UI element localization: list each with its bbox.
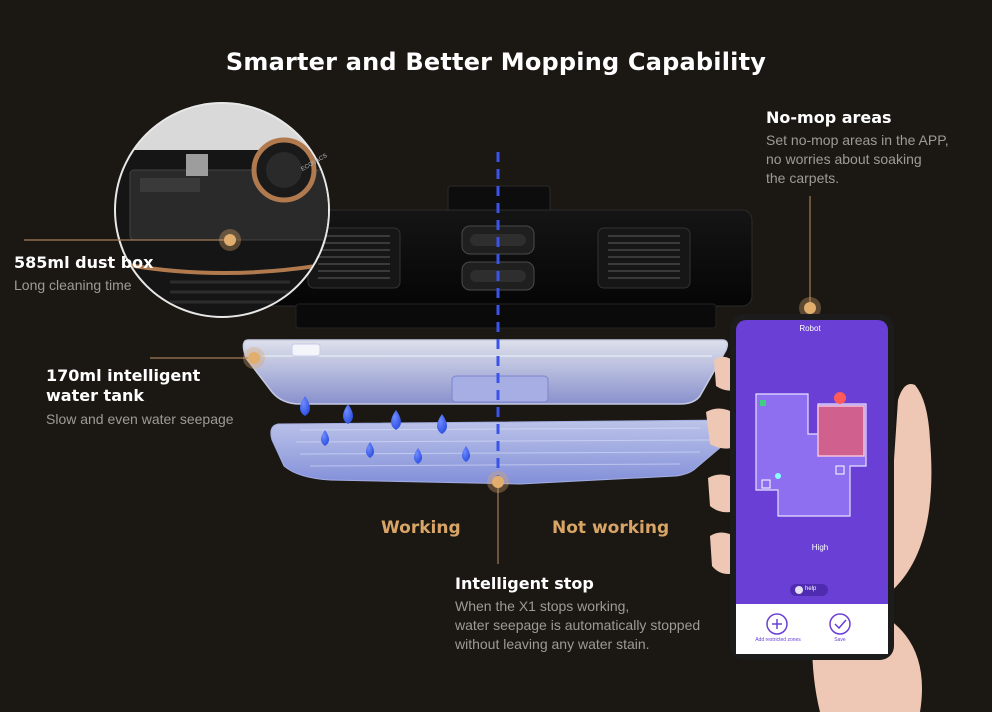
no-mop-callout: No-mop areas Set no-mop areas in the APP… [766,108,986,188]
add-zone-icon [766,613,788,635]
water-tank-callout: 170ml intelligent water tank Slow and ev… [46,366,276,429]
no-mop-heading: No-mop areas [766,108,892,127]
floor-map [755,392,867,517]
dust-box-callout: 585ml dust box Long cleaning time [14,253,214,295]
water-tank-desc: Slow and even water seepage [46,411,234,427]
help-icon [795,586,803,594]
water-tank-heading: 170ml intelligent water tank [46,366,201,405]
dust-box-desc: Long cleaning time [14,277,132,293]
intelligent-stop-callout: Intelligent stop When the X1 stops worki… [455,574,725,654]
callout-dots [219,229,821,493]
no-mop-desc: Set no-mop areas in the APP, no worries … [766,132,949,186]
dock-vent-left [307,227,401,289]
save-button[interactable]: Save [834,637,846,643]
save-icon [829,613,851,635]
dock-vent-right [597,227,691,289]
zone-delete-icon [834,392,846,404]
phone-header: Robot [799,324,821,333]
phone-help-label: help [805,586,817,592]
page-title: Smarter and Better Mopping Capability [225,48,767,76]
water-droplets [300,396,470,464]
not-working-label: Not working [552,518,670,538]
dust-box-heading: 585ml dust box [14,253,154,272]
dust-box-magnifier [114,102,330,318]
working-label: Working [381,518,461,538]
no-mop-zone [817,405,865,457]
phone-mode: High [811,543,829,552]
intelligent-stop-desc: When the X1 stops working, water seepage… [455,598,701,652]
add-restricted-zones-button[interactable]: Add restricted zones [755,637,801,643]
smartphone [730,314,894,660]
intelligent-stop-heading: Intelligent stop [455,574,594,593]
